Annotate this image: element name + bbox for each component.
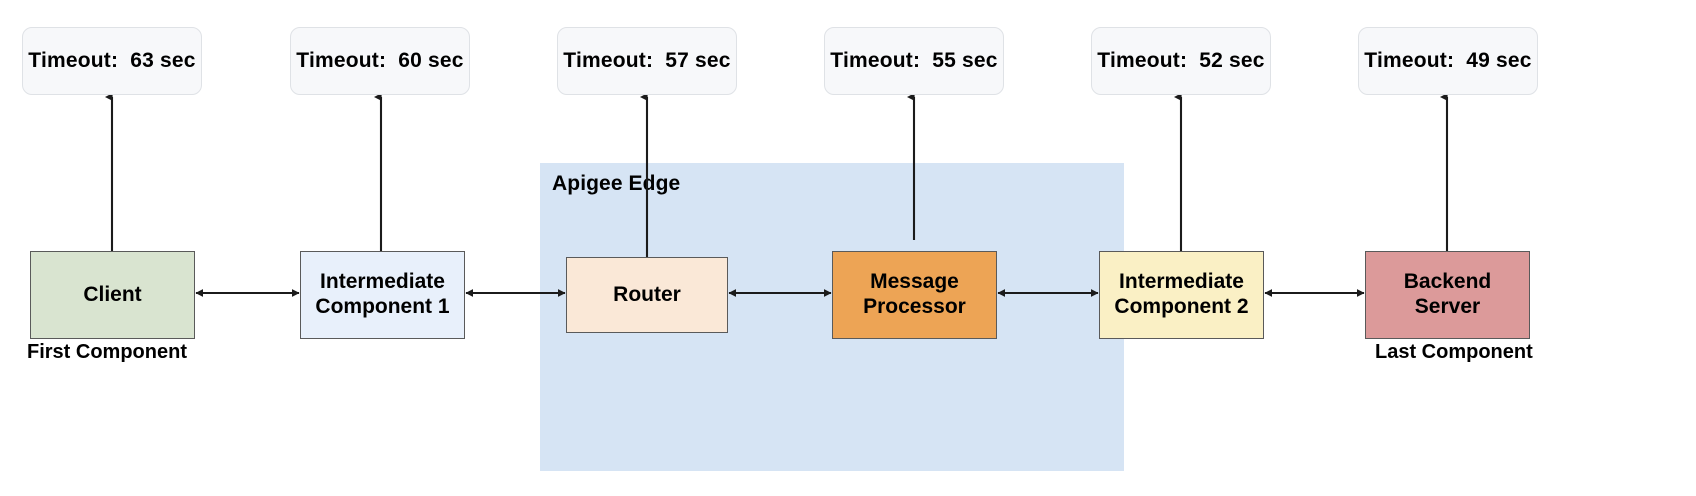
- timeout-label: Timeout: 60 sec: [296, 49, 464, 72]
- component-node[interactable]: Client: [30, 251, 195, 339]
- component-node-label: Router: [613, 282, 681, 306]
- component-node-label: Intermediate Component 2: [1114, 270, 1249, 318]
- timeout-label: Timeout: 55 sec: [830, 49, 998, 72]
- timeout-box: Timeout: 57 sec: [557, 27, 737, 95]
- timeout-box: Timeout: 55 sec: [824, 27, 1004, 95]
- component-node[interactable]: Message Processor: [832, 251, 997, 339]
- component-node-label: Message Processor: [863, 270, 966, 318]
- component-annotation: Last Component: [1375, 341, 1533, 363]
- component-node[interactable]: Intermediate Component 2: [1099, 251, 1264, 339]
- component-node-label: Client: [83, 282, 142, 306]
- timeout-box: Timeout: 49 sec: [1358, 27, 1538, 95]
- timeout-label: Timeout: 57 sec: [563, 49, 731, 72]
- component-annotation: First Component: [27, 341, 187, 363]
- timeout-label: Timeout: 63 sec: [28, 49, 196, 72]
- timeout-box: Timeout: 52 sec: [1091, 27, 1271, 95]
- timeout-label: Timeout: 52 sec: [1097, 49, 1265, 72]
- component-node[interactable]: Router: [566, 257, 728, 333]
- timeout-label: Timeout: 49 sec: [1364, 49, 1532, 72]
- component-node-label: Intermediate Component 1: [315, 270, 450, 318]
- component-node-label: Backend Server: [1403, 270, 1492, 318]
- timeout-box: Timeout: 60 sec: [290, 27, 470, 95]
- apigee-edge-group-label: Apigee Edge: [552, 172, 681, 195]
- component-node[interactable]: Intermediate Component 1: [300, 251, 465, 339]
- timeout-box: Timeout: 63 sec: [22, 27, 202, 95]
- component-node[interactable]: Backend Server: [1365, 251, 1530, 339]
